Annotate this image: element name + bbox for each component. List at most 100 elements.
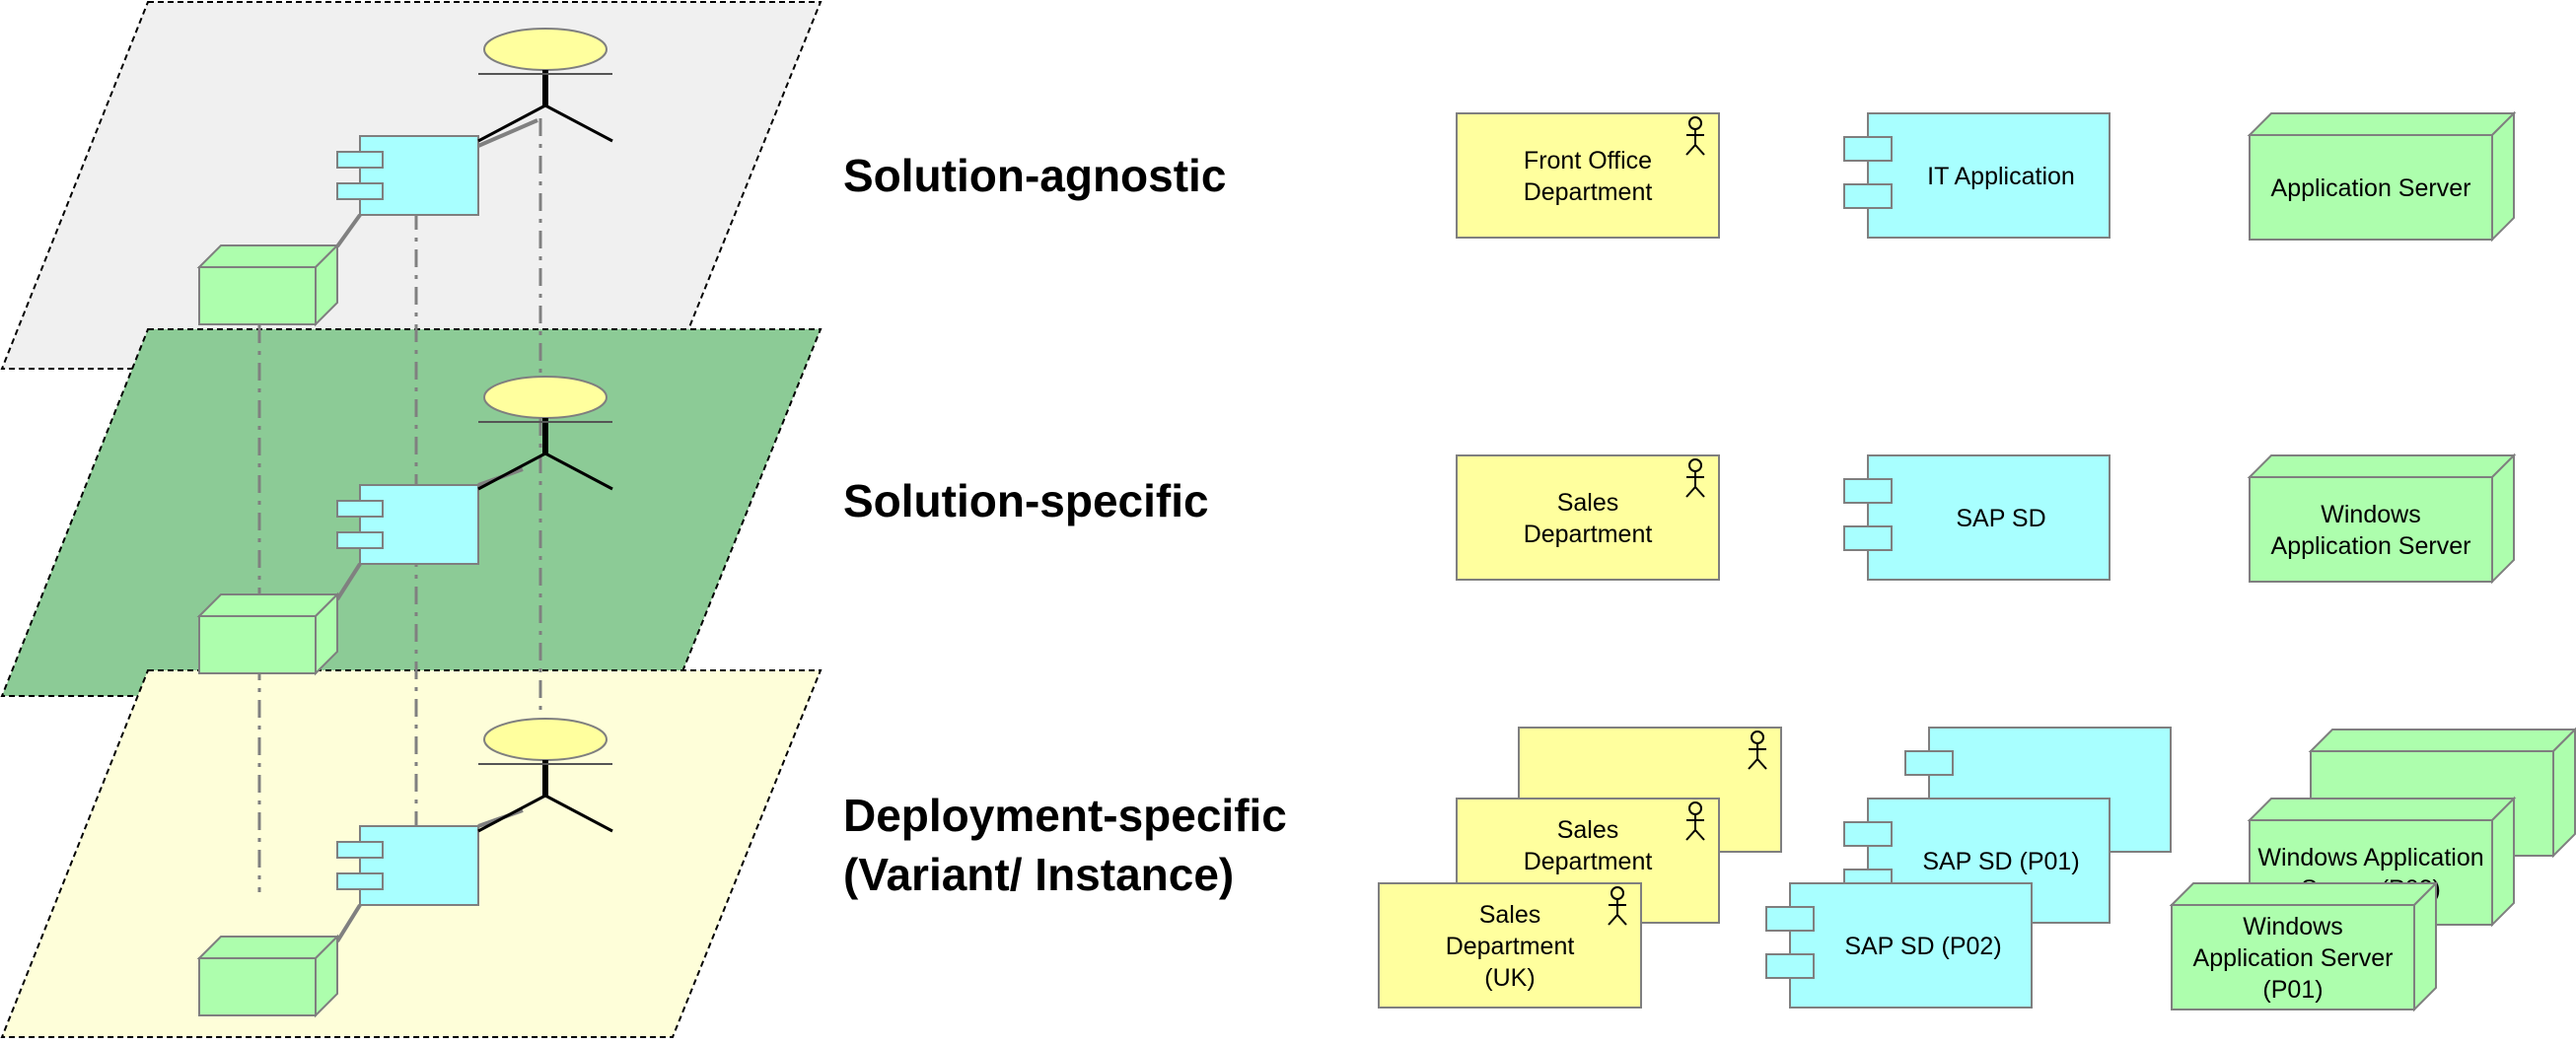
actor-leg <box>544 452 613 491</box>
mini-component-icon <box>336 484 479 565</box>
component-box-tab <box>1843 525 1893 551</box>
element-label: Windows <box>2243 913 2342 940</box>
layer-title-solution-agnostic: Solution-agnostic <box>843 146 1226 205</box>
element-label: Front Office <box>1524 147 1652 174</box>
actor-icon <box>1694 829 1705 841</box>
actor-icon <box>1685 829 1696 841</box>
component-tab <box>336 841 384 859</box>
component-box-tab <box>1765 953 1815 979</box>
mini-actor-icon <box>477 28 613 143</box>
layer-title-solution-specific: Solution-specific <box>843 471 1209 530</box>
component-body <box>359 135 479 216</box>
component-box-tab <box>1765 906 1815 932</box>
mini-links <box>335 118 538 248</box>
node-application-server: Application Server <box>2247 110 2517 243</box>
actor-icon <box>1756 758 1767 770</box>
element-label: Department <box>1524 848 1653 875</box>
node-box-side <box>2491 110 2515 243</box>
element-label: Department <box>1524 521 1653 548</box>
node-box-side <box>2413 880 2437 1012</box>
layer-title-line: Deployment-specific <box>843 790 1287 841</box>
node-box-front <box>2171 904 2415 1010</box>
component-instance-box: SAP SD (P02) <box>1765 882 2033 1009</box>
node-top <box>196 593 340 617</box>
layer-title-deployment-specific: Deployment-specific (Variant/ Instance) <box>843 786 1287 904</box>
layer-title-line: Solution-specific <box>843 475 1209 526</box>
actor-icon <box>1616 914 1627 926</box>
element-label: Sales <box>1557 816 1619 844</box>
element-label: SAP SD (P01) <box>1922 848 2079 875</box>
element-label: Application Server <box>2193 944 2394 972</box>
node-box-top <box>2169 882 2439 906</box>
element-label: SAP SD (P02) <box>1844 933 2001 960</box>
element-label: Department <box>1524 178 1653 206</box>
component-it-application: IT Application <box>1843 112 2111 239</box>
mini-link <box>335 903 362 943</box>
component-box-tab <box>1904 750 1954 776</box>
element-label: Sales <box>1479 901 1541 929</box>
actor-icon <box>1608 914 1618 926</box>
actor-head <box>483 376 608 419</box>
actor-box-body <box>1378 882 1642 1009</box>
actor-leg <box>544 104 613 143</box>
node-box-front <box>2249 134 2493 241</box>
node-front <box>198 957 317 1016</box>
mini-node-icon <box>196 592 340 676</box>
component-tab <box>336 872 384 890</box>
component-box-tab <box>1843 478 1893 504</box>
actor-box-body <box>1456 454 1720 581</box>
node-front <box>198 615 317 674</box>
mini-node-icon <box>196 934 340 1018</box>
mini-node-icon <box>196 243 340 327</box>
component-box-tab <box>1843 821 1893 847</box>
node-box-side <box>2491 796 2515 928</box>
node-box-side <box>2552 727 2576 859</box>
actor-icon <box>1694 486 1705 498</box>
element-label: Application Server <box>2271 532 2471 560</box>
component-body <box>359 484 479 565</box>
node-side <box>315 934 338 1018</box>
component-box-body <box>1867 454 2111 581</box>
mini-component-icon <box>336 825 479 906</box>
component-box-body <box>1789 882 2033 1009</box>
node-box-top <box>2308 729 2576 752</box>
element-label: Sales <box>1557 489 1619 517</box>
node-top <box>196 936 340 959</box>
node-box-top <box>2247 454 2517 478</box>
mini-link <box>335 213 362 248</box>
layer-title-line: Solution-agnostic <box>843 150 1227 201</box>
component-tab <box>336 182 384 200</box>
node-box-side <box>2491 452 2515 585</box>
actor-box-body <box>1456 112 1720 239</box>
node-side <box>315 592 338 676</box>
actor-icon <box>1685 486 1696 498</box>
node-front <box>198 266 317 325</box>
element-label: SAP SD <box>1956 505 2045 532</box>
element-label: IT Application <box>1927 163 2075 190</box>
actor-leg <box>477 452 546 491</box>
actor-head <box>483 718 608 761</box>
actor-icon <box>1748 758 1758 770</box>
component-sap-sd: SAP SD <box>1843 454 2111 581</box>
actor-leg <box>477 794 546 833</box>
component-tab <box>336 500 384 518</box>
node-top <box>196 244 340 268</box>
mini-component-icon <box>336 135 479 216</box>
node-box-top <box>2247 798 2517 821</box>
component-box-body <box>1867 112 2111 239</box>
layer-title-line: (Variant/ Instance) <box>843 849 1235 900</box>
element-label: (P01) <box>2262 976 2323 1004</box>
actor-leg <box>544 794 613 833</box>
actor-icon <box>1694 144 1705 156</box>
element-label: (UK) <box>1484 964 1535 992</box>
actor-leg <box>477 104 546 143</box>
element-label: Windows <box>2321 501 2420 528</box>
node-box-front <box>2249 476 2493 583</box>
